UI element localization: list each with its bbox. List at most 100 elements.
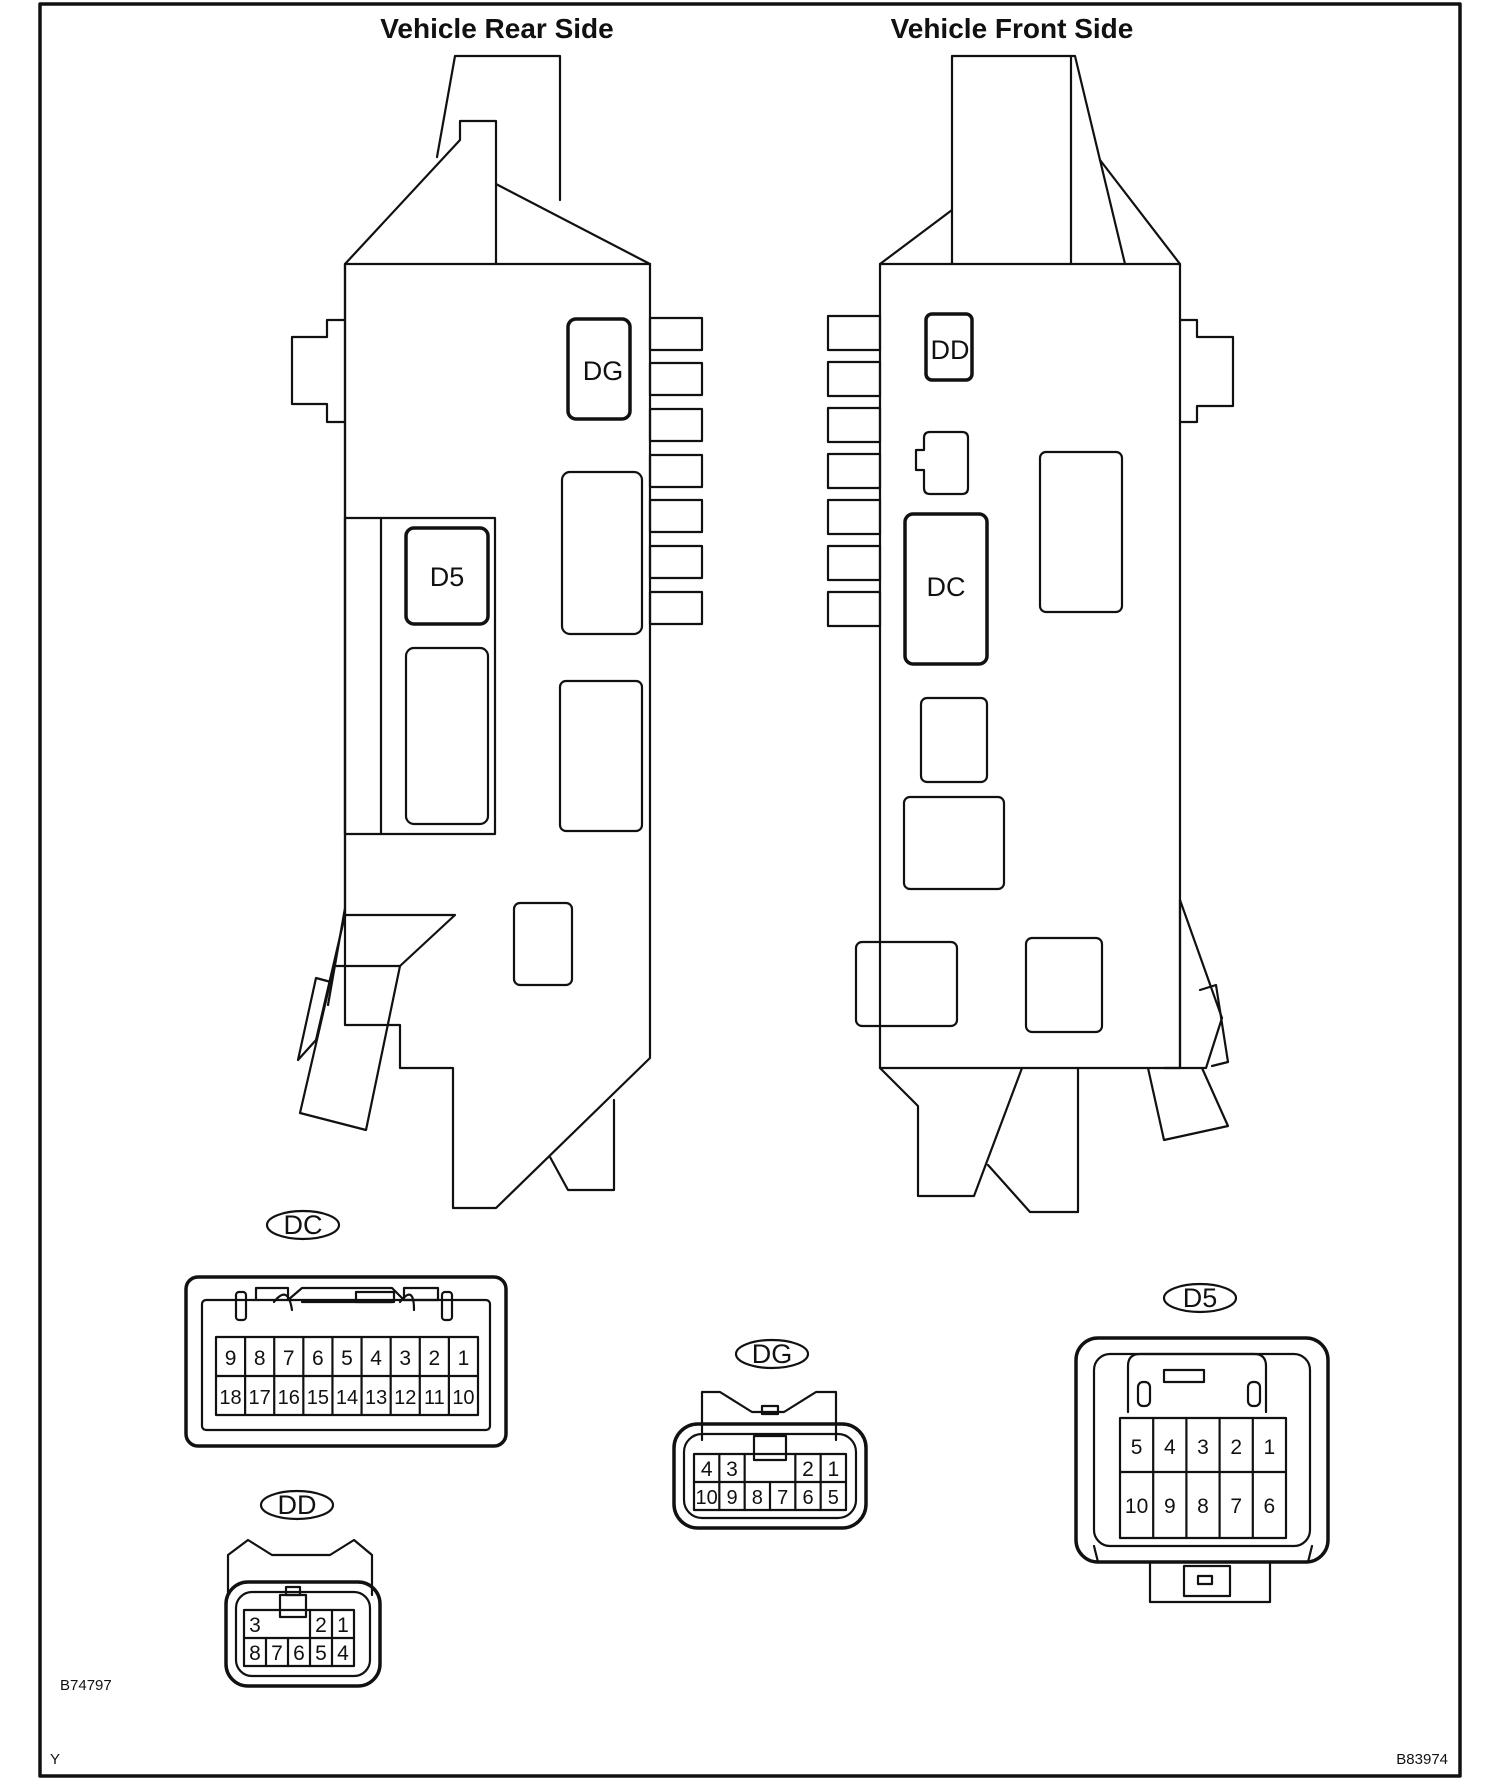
front-dc-label: DC: [927, 572, 966, 602]
pin-number: 10: [696, 1487, 718, 1509]
pin-number: 7: [1230, 1495, 1242, 1518]
front-dd-socket: [924, 312, 974, 382]
front-top-left-slope: [878, 208, 954, 266]
pin-number: 10: [1125, 1495, 1148, 1518]
front-bracket-leg: [1146, 1066, 1230, 1142]
rear-top-plate: [435, 54, 562, 202]
front-dd-label: DD: [931, 335, 970, 365]
dg-housing: [672, 1422, 868, 1530]
rear-bracket-tab: [296, 976, 333, 1062]
pin-number: 2: [315, 1614, 327, 1637]
rear-dg-label: DG: [583, 356, 624, 386]
pin-number: 10: [452, 1387, 474, 1409]
front-keyed-socket: [914, 430, 970, 496]
pin-number: 4: [370, 1347, 382, 1370]
pin-number: 9: [225, 1347, 237, 1370]
pin-number: 7: [777, 1487, 788, 1509]
pin-number: 6: [1264, 1495, 1276, 1518]
dg-label-oval: [734, 1338, 810, 1370]
pin-number: 1: [337, 1614, 349, 1637]
pin-number: 2: [428, 1347, 440, 1370]
dc-housing: [184, 1275, 508, 1448]
front-right-tab: [1178, 318, 1235, 424]
pin-number: 1: [458, 1347, 470, 1370]
rear-dg-socket: [566, 317, 632, 421]
pin-number: 16: [278, 1387, 300, 1409]
pin-number: 2: [802, 1458, 814, 1481]
pin-number: 3: [399, 1347, 411, 1370]
pin-number: 6: [312, 1347, 324, 1370]
front-bracket-tab: [1198, 983, 1230, 1068]
rear-d5-label: D5: [430, 562, 465, 592]
frame-border: [38, 2, 1462, 1778]
pin-number: 5: [1131, 1436, 1143, 1459]
pin-number: 8: [752, 1487, 763, 1509]
front-fuse-stubs: [826, 314, 882, 628]
d5-housing: [1074, 1336, 1330, 1564]
pin-number: 9: [1164, 1495, 1176, 1518]
pin-number: 3: [249, 1614, 261, 1637]
front-top-right-slope: [1098, 158, 1182, 266]
rear-fuse-stubs: [648, 316, 704, 626]
front-cavity-1: [1038, 450, 1124, 614]
rear-body-outline: [326, 262, 652, 1210]
front-bracket-edge: [1178, 898, 1224, 1070]
rear-cavity-1: [560, 470, 644, 636]
front-cavity-5: [1024, 936, 1104, 1034]
rear-cavity-2: [558, 679, 644, 833]
d5-pin-grid: [1118, 1416, 1288, 1540]
dd-top-shroud: [226, 1538, 374, 1597]
front-cavity-4: [854, 940, 959, 1028]
pin-number: 4: [337, 1642, 349, 1665]
rear-side-title: Vehicle Rear Side: [380, 13, 613, 44]
pin-number: 2: [1230, 1436, 1242, 1459]
pin-number: 8: [254, 1347, 266, 1370]
dc-latch-hooks: [272, 1293, 416, 1312]
rear-top-left-connector: [343, 119, 498, 266]
pin-number: 9: [726, 1487, 737, 1509]
pin-number: 8: [1197, 1495, 1209, 1518]
dc-label: DC: [284, 1210, 323, 1240]
rear-cavity-3: [512, 901, 574, 987]
rear-bracket-leg: [298, 964, 402, 1132]
pin-number: 8: [249, 1642, 261, 1665]
pin-number: 14: [336, 1387, 358, 1409]
rear-d5-lower-slot: [404, 646, 490, 826]
dc-face: [200, 1298, 492, 1432]
pin-number: 11: [424, 1387, 445, 1409]
pin-number: 18: [219, 1387, 241, 1409]
rear-junction-block: DG D5: [290, 54, 704, 1210]
pin-number: 15: [307, 1387, 329, 1409]
corner-code-left: Y: [50, 1751, 60, 1768]
front-dc-socket: [903, 512, 989, 666]
front-junction-block: DD DC: [826, 54, 1235, 1214]
pin-number: 1: [827, 1458, 839, 1481]
pin-number: 1: [1264, 1436, 1276, 1459]
pin-number: 6: [802, 1487, 813, 1509]
front-body-outline: [878, 262, 1182, 1070]
rear-left-tab: [290, 318, 347, 424]
front-cavity-3: [902, 795, 1006, 891]
rear-top-right-slope: [494, 182, 652, 266]
dg-top-shroud: [700, 1390, 838, 1442]
pin-number: 3: [726, 1458, 738, 1481]
pin-number: 4: [1164, 1436, 1176, 1459]
dd-label-oval: [259, 1489, 335, 1521]
front-lower-right-edge: [1162, 898, 1182, 1070]
pin-number: 5: [828, 1487, 839, 1509]
rear-d5-panel: [343, 516, 497, 836]
dd-housing: [224, 1580, 382, 1688]
dg-label: DG: [752, 1339, 793, 1369]
